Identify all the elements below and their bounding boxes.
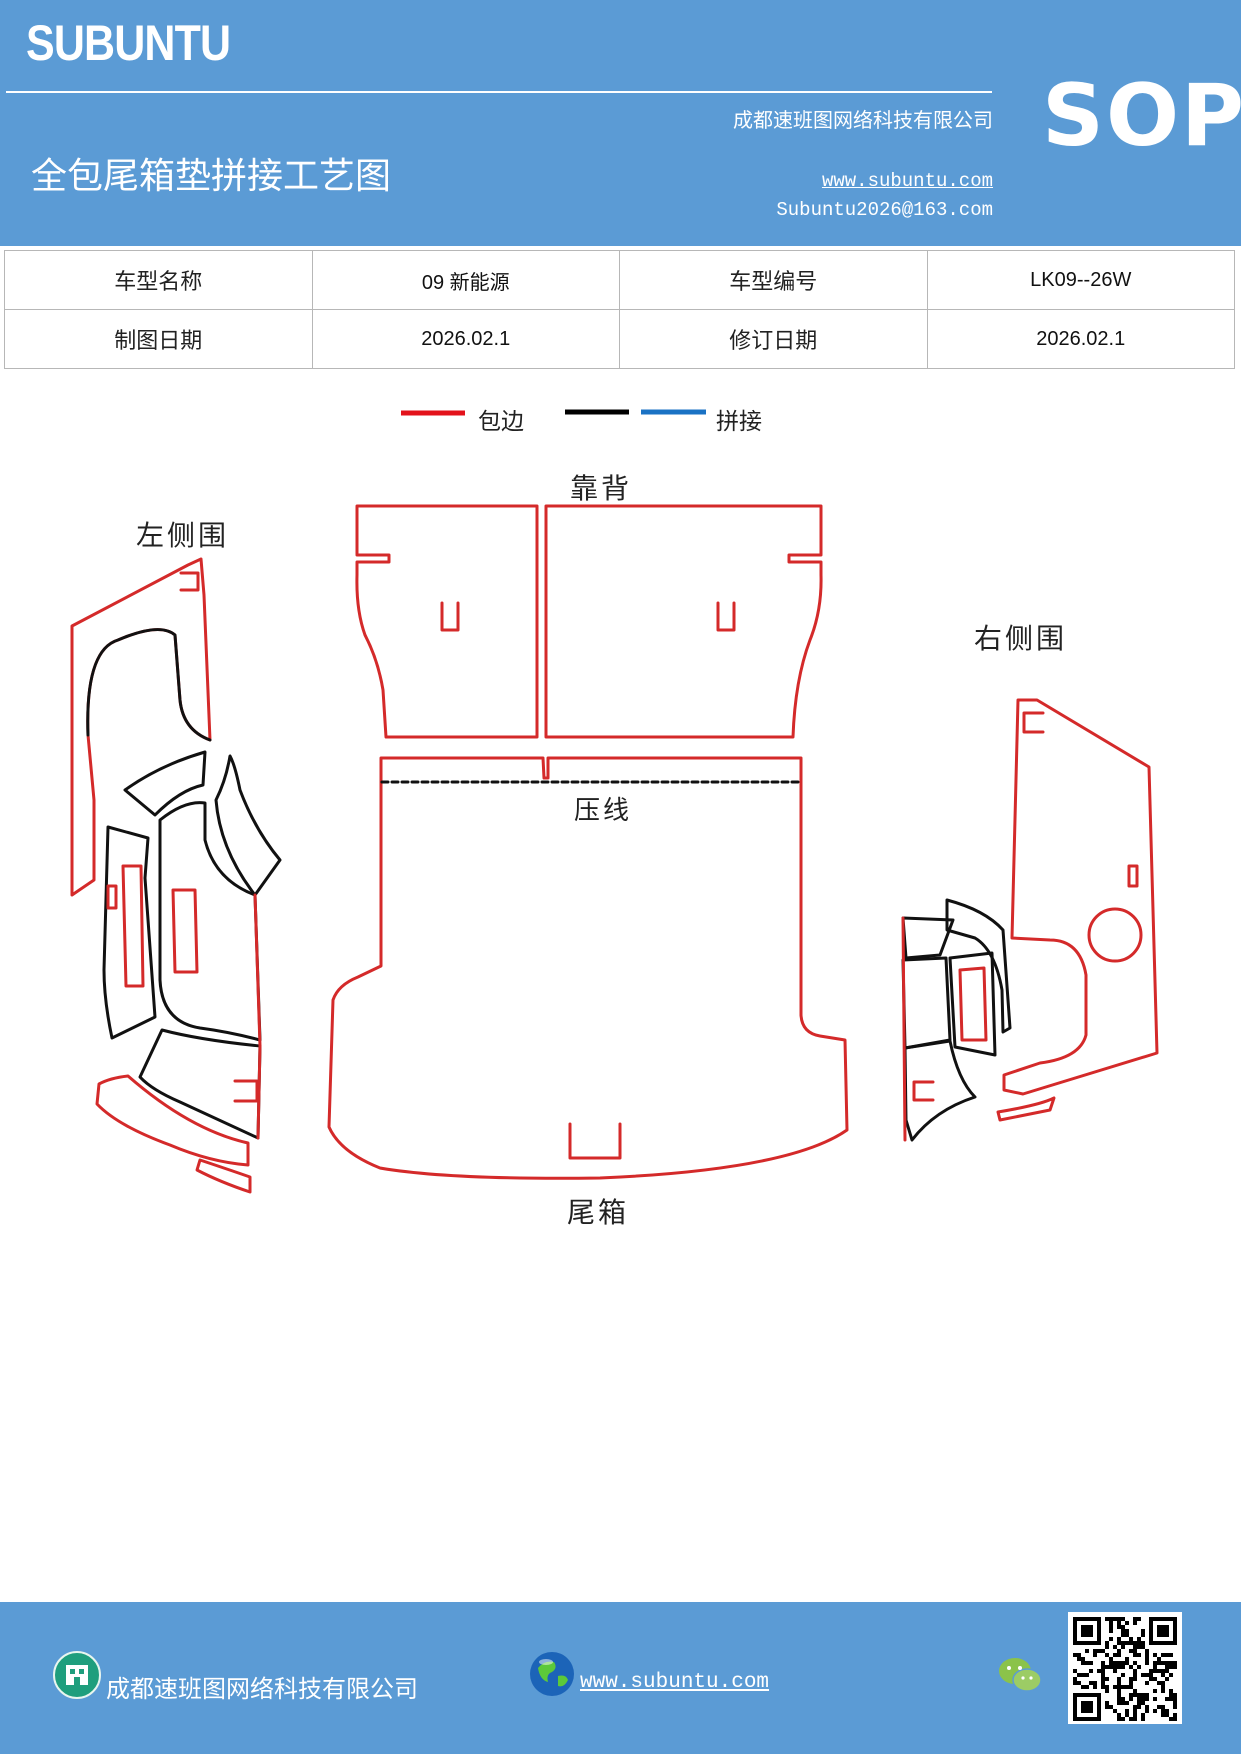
trunk-floor-piece [327, 756, 849, 1180]
header-company-name: 成都速班图网络科技有限公司 [733, 108, 993, 132]
right-panel-splice-5 [903, 1039, 977, 1142]
sop-badge: SOP [1042, 66, 1241, 166]
footer-website-link[interactable]: www.subuntu.com [580, 1671, 770, 1694]
left-panel-rect-2 [171, 888, 199, 974]
right-panel-splice-2 [901, 916, 955, 960]
right-panel-splice-4 [948, 951, 997, 1057]
backrest-right-piece [544, 504, 823, 739]
left-panel-hook [179, 571, 200, 592]
header-banner: SUBUNTU 成都速班图网络科技有限公司 全包尾箱垫拼接工艺图 www.sub… [0, 0, 1241, 246]
wechat-icon[interactable] [996, 1654, 1044, 1696]
revise-date-value: 2026.02.1 [926, 309, 1235, 369]
right-panel-left-edge [901, 916, 907, 1142]
right-panel-hole [1087, 907, 1143, 963]
left-panel-splice-2 [123, 750, 207, 817]
legend-label-edge: 包边 [478, 409, 524, 435]
draw-date-label: 制图日期 [4, 309, 313, 369]
footer-company-name: 成都速班图网络科技有限公司 [106, 1675, 418, 1703]
left-panel-splice-3 [214, 754, 282, 897]
backrest-right-slot [716, 601, 736, 632]
left-panel-hook-2 [233, 1079, 259, 1103]
globe-icon [530, 1652, 574, 1696]
header-divider [6, 91, 992, 93]
left-panel-splice-6 [138, 1028, 262, 1140]
table-row: 制图日期 2026.02.1 修订日期 2026.02.1 [4, 309, 1235, 369]
right-panel-splice-1 [945, 898, 1012, 1034]
left-panel-splice-1 [86, 628, 212, 742]
left-panel-strip [195, 1158, 252, 1194]
model-name-value: 09 新能源 [311, 250, 620, 310]
right-panel-label: 右侧围 [974, 622, 1068, 655]
document-title: 全包尾箱垫拼接工艺图 [31, 156, 392, 197]
right-panel-lower-strip [996, 1096, 1056, 1122]
model-code-label: 车型编号 [619, 250, 928, 310]
crease-label: 压线 [574, 796, 633, 826]
table-row: 车型名称 09 新能源 车型编号 LK09--26W [4, 250, 1235, 310]
header-website-link[interactable]: www.subuntu.com [821, 170, 993, 192]
legend-label-splice: 拼接 [716, 409, 762, 435]
backrest-left-slot [440, 601, 460, 632]
right-panel-upper [1002, 698, 1159, 1096]
model-code-value: LK09--26W [926, 250, 1235, 310]
footer-banner: 成都速班图网络科技有限公司 www.subuntu.com [0, 1602, 1241, 1754]
brand-logo: SUBUNTU [26, 15, 231, 71]
building-icon [53, 1651, 101, 1699]
trunk-label: 尾箱 [567, 1196, 630, 1229]
left-panel-lower-edge [253, 893, 262, 1140]
trunk-slot [568, 1122, 622, 1160]
right-panel-oval [1127, 864, 1139, 888]
model-name-label: 车型名称 [4, 250, 313, 310]
left-panel-bottom-piece [95, 1074, 250, 1167]
draw-date-value: 2026.02.1 [311, 309, 620, 369]
left-panel-splice-4 [102, 825, 157, 1040]
qr-code-pattern [1073, 1617, 1177, 1721]
right-panel-hook [1022, 711, 1045, 734]
qr-code [1068, 1612, 1182, 1724]
right-panel-rect [958, 966, 988, 1042]
left-panel-oval [106, 884, 118, 910]
revise-date-label: 修订日期 [619, 309, 928, 369]
left-panel-rect-1 [121, 864, 145, 988]
vehicle-info-table: 车型名称 09 新能源 车型编号 LK09--26W 制图日期 2026.02.… [4, 250, 1235, 369]
backrest-left-piece [355, 504, 539, 739]
backrest-label: 靠背 [570, 472, 633, 505]
left-panel-label: 左侧围 [136, 519, 230, 552]
right-panel-hook-2 [912, 1080, 935, 1102]
header-email: Subuntu2026@163.com [776, 199, 993, 221]
right-panel-splice-3 [901, 956, 952, 1050]
